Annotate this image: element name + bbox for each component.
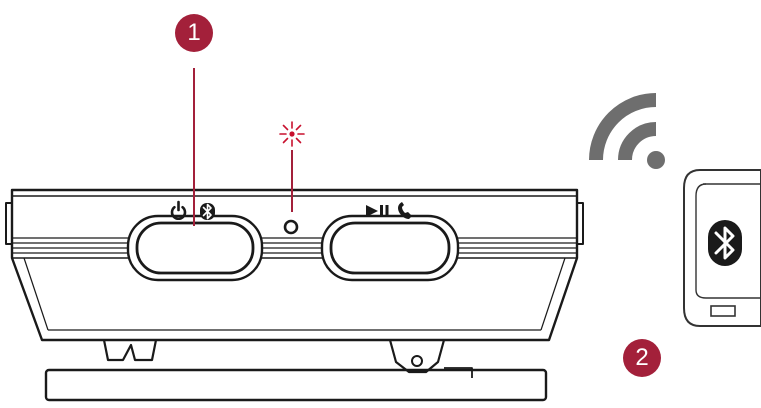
power-icon [170, 200, 187, 221]
phone-icon [398, 202, 412, 219]
wireless-signal-icon [589, 93, 665, 169]
led-blink-icon [279, 121, 305, 147]
speaker-device [5, 188, 584, 402]
callout-1-number: 1 [187, 19, 201, 46]
right-foot [388, 339, 446, 374]
right-foot-tab [444, 367, 473, 378]
right-end-cap [577, 202, 584, 245]
speaker-body [10, 188, 579, 342]
led-indicator [283, 219, 299, 235]
base-plate [44, 368, 548, 402]
left-foot [102, 339, 158, 362]
callout-2-number: 2 [635, 344, 649, 371]
play-pause-phone-button[interactable] [320, 214, 460, 282]
bluetooth-icon [200, 203, 215, 220]
left-end-cap [5, 202, 12, 245]
phone-home-button[interactable] [710, 305, 736, 317]
right-foot-hole [411, 355, 423, 367]
callout-2-badge: 2 [623, 339, 661, 377]
callout-1-badge: 1 [175, 14, 213, 52]
phone-bluetooth-icon [708, 220, 742, 266]
play-pause-icon [366, 205, 389, 217]
